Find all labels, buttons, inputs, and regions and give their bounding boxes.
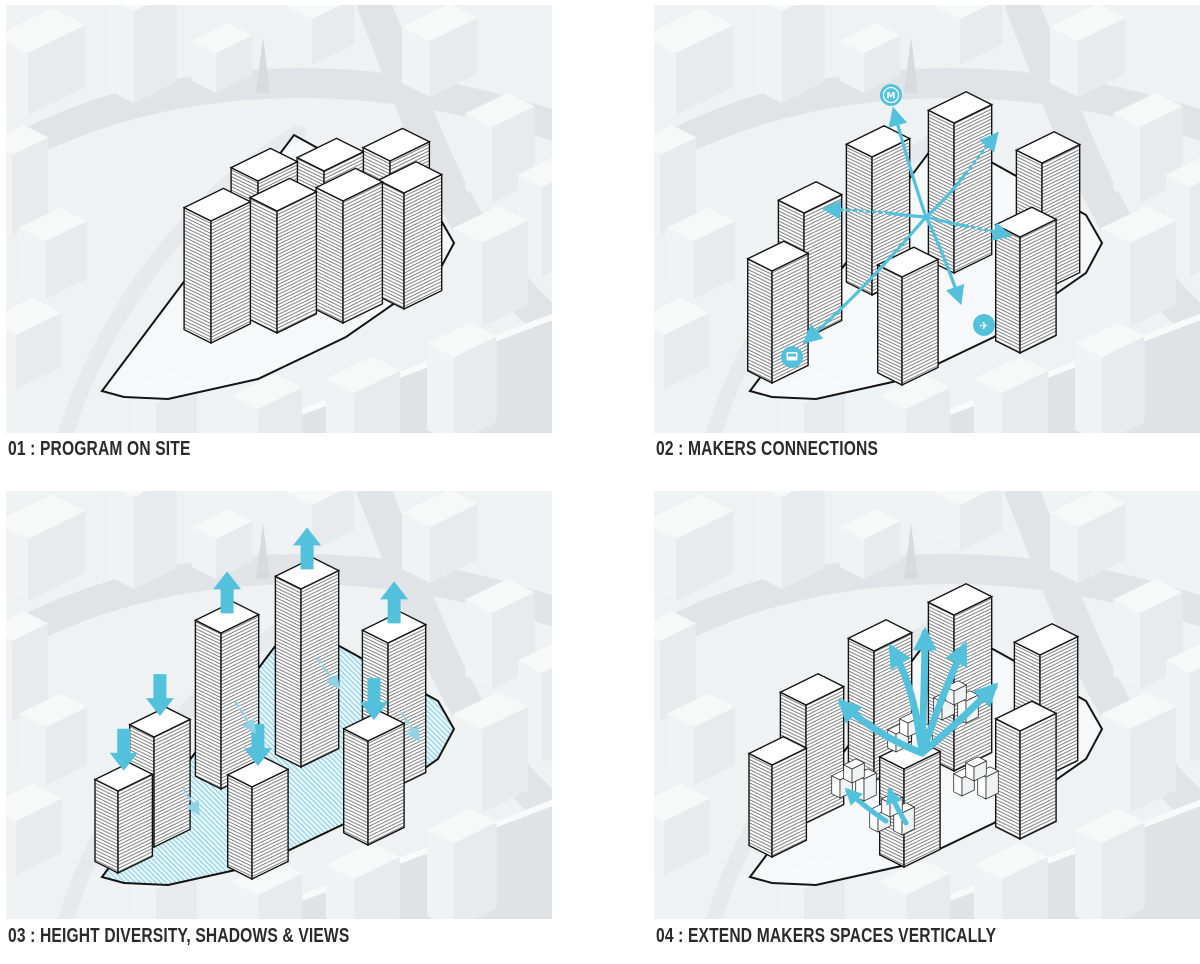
diagram-panel-03 [6,491,552,919]
proposed-towers [93,557,428,881]
diagram-panel-02: M✈ [654,5,1200,433]
transport-icons: M✈ [781,84,995,368]
diagram-panel-01 [6,5,552,433]
height-arrows [109,527,409,771]
svg-text:M: M [887,92,896,102]
panel-03-illustration [6,491,552,919]
city-context [654,491,1200,919]
metro-icon: M [880,84,902,106]
proposed-towers [746,91,1082,387]
landmark-spire [904,523,918,579]
proposed-towers [747,583,1080,869]
diagram-panel-04 [654,491,1200,919]
connection-arrows [802,106,1013,344]
panel-03-caption: 03 : HEIGHT DIVERSITY, SHADOWS & VIEWS [8,925,350,947]
landmark-spire [256,523,270,579]
landmark-spire [256,37,270,93]
panel-01-illustration [6,5,552,433]
panel-04-caption: 04 : EXTEND MAKERS SPACES VERTICALLY [656,925,997,947]
plane-icon: ✈ [973,314,995,336]
bus-icon [781,346,803,368]
proposed-towers [182,127,444,345]
panel-01-caption: 01 : PROGRAM ON SITE [8,438,191,460]
sun-view-arrows [182,657,420,816]
panel-04-illustration [654,491,1200,919]
svg-text:✈: ✈ [979,320,988,333]
city-context [6,5,552,433]
landmark-spire [904,37,918,93]
panel-02-illustration: M✈ [654,5,1200,433]
panel-02-caption: 02 : MAKERS CONNECTIONS [656,438,879,460]
vertical-extension-arrows [837,626,999,826]
